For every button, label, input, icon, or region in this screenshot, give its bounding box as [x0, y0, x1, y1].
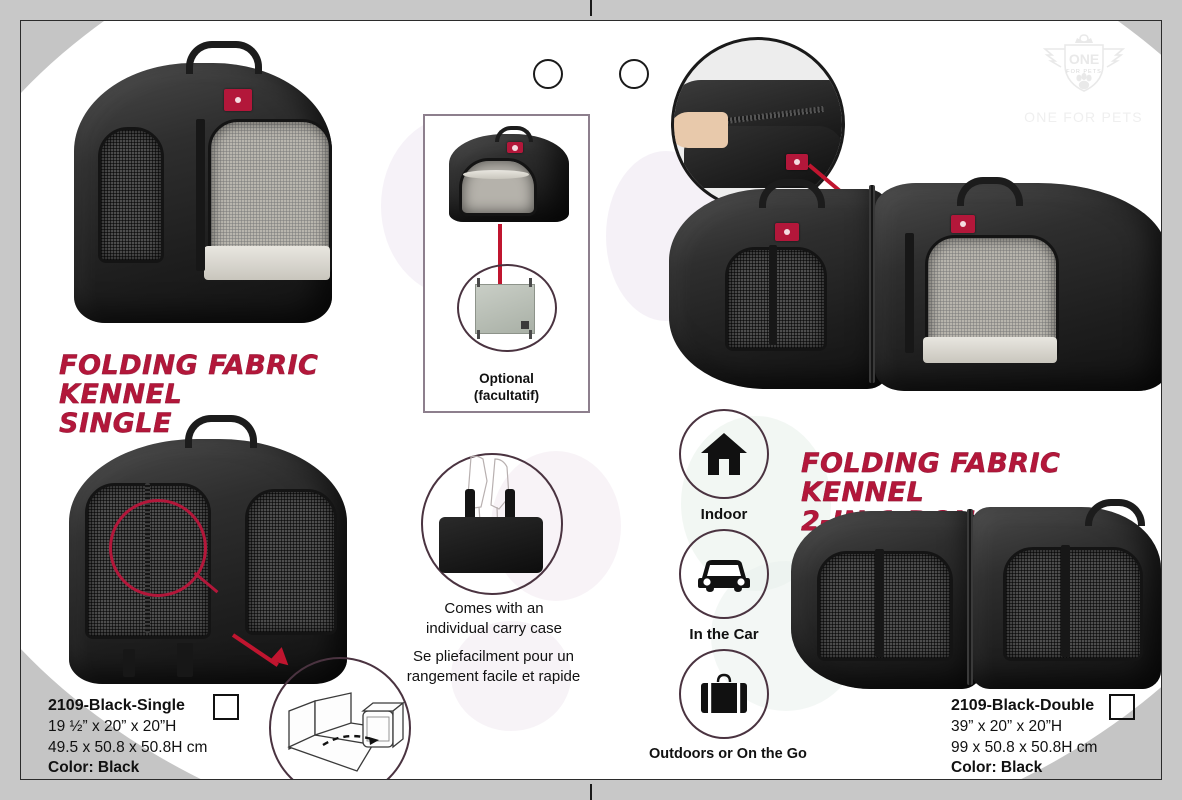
left-spec-dimensions-cm: 49.5 x 50.8 x 50.8H cm [48, 738, 208, 756]
feature-outdoors: Outdoors or On the Go [649, 649, 807, 762]
zipper-detail-inset-circle [671, 37, 845, 211]
optional-caption-line1: Optional [479, 371, 534, 387]
house-icon [701, 433, 747, 475]
left-title-line2: SINGLE [59, 408, 172, 440]
carry-case-caption-line1: Comes with an [444, 600, 544, 617]
carry-case-circle [421, 453, 563, 595]
right-spec-checkbox[interactable] [1109, 694, 1135, 720]
kennel-double-top-photo [669, 177, 1161, 399]
left-spec-color: Color: Black [48, 759, 140, 777]
carry-case-handle-right [505, 489, 515, 529]
card-inner-frame: ONE FOR PETS ONE FOR PETS FOLD [20, 20, 1162, 780]
logo-shield-word: ONE [1068, 51, 1098, 67]
car-seat-illustration-circle [269, 657, 411, 779]
optional-accessory-panel: Optional (facultatif) [423, 114, 590, 413]
suitcase-icon [701, 673, 747, 713]
optional-caption-line2: (facultatif) [473, 388, 540, 404]
optional-mat-circle [457, 264, 557, 352]
kennel-with-shelf-photo [443, 126, 571, 226]
optional-caption: Optional (facultatif) [425, 371, 588, 405]
feature-suitcase-ring [679, 649, 769, 739]
inset-hand [674, 112, 728, 148]
left-product-title: FOLDING FABRIC KENNEL SINGLE [59, 350, 389, 440]
carry-case-handle-left [465, 489, 475, 529]
zipper-detail-highlight-circle [109, 499, 207, 597]
feature-car-label: In the Car [689, 626, 759, 643]
registration-tick-bottom [590, 784, 592, 800]
car-icon [698, 560, 750, 592]
logo-shield-subword: FOR PETS [1066, 69, 1102, 75]
optional-divider-mat [475, 284, 535, 334]
right-title-line1: FOLDING FABRIC KENNEL [801, 448, 1061, 509]
carry-case-bag [439, 517, 543, 573]
right-spec-block: 2109-Black-Double 39” x 20” x 20”H 99 x … [951, 695, 1097, 779]
kennel-double-front-photo [791, 499, 1161, 699]
brand-caption: ONE FOR PETS [1024, 109, 1143, 125]
decorative-blob [451, 621, 571, 731]
mat-clip [477, 278, 480, 287]
one-for-pets-shield-logo: ONE FOR PETS [1042, 34, 1125, 92]
kennel-single-large-photo [56, 41, 336, 331]
car-seat-line-art [287, 692, 405, 772]
feature-in-the-car: In the Car [649, 529, 799, 643]
left-spec-block: 2109-Black-Single 19 ½” x 20” x 20”H 49.… [48, 695, 207, 779]
carry-case-caption: Comes with an individual carry case [409, 599, 579, 638]
right-spec-dimensions-in: 39” x 20” x 20”H [951, 717, 1063, 735]
fold-note-line1: Se pliefacilment pour un [413, 648, 574, 665]
feature-indoor-ring [679, 409, 769, 499]
hang-hole-left [533, 59, 563, 89]
left-spec-sku: 2109-Black-Single [48, 697, 185, 714]
mat-clip [529, 330, 532, 339]
left-spec-checkbox[interactable] [213, 694, 239, 720]
right-spec-dimensions-cm: 99 x 50.8 x 50.8H cm [951, 738, 1098, 756]
mat-clip [529, 278, 532, 287]
feature-car-ring [679, 529, 769, 619]
fold-note-line2: rangement facile et rapide [406, 667, 581, 685]
right-spec-color: Color: Black [951, 759, 1043, 777]
right-spec-sku: 2109-Black-Double [951, 697, 1095, 714]
registration-tick-top [590, 0, 592, 16]
left-spec-dimensions-in: 19 ½” x 20” x 20”H [48, 717, 177, 735]
feature-indoor: Indoor [649, 409, 799, 523]
fold-note-caption: Se pliefacilment pour un rangement facil… [381, 647, 606, 686]
paw-print-icon [1075, 72, 1092, 90]
brand-logo-block: ONE FOR PETS ONE FOR PETS [1021, 29, 1146, 125]
feature-outdoors-label: Outdoors or On the Go [649, 746, 807, 762]
mat-clip [477, 330, 480, 339]
hang-hole-right [619, 59, 649, 89]
carry-case-caption-line2: individual carry case [426, 619, 562, 637]
feature-indoor-label: Indoor [700, 506, 748, 523]
left-title-line1: FOLDING FABRIC KENNEL [59, 350, 319, 411]
optional-arrow-line [498, 224, 502, 302]
